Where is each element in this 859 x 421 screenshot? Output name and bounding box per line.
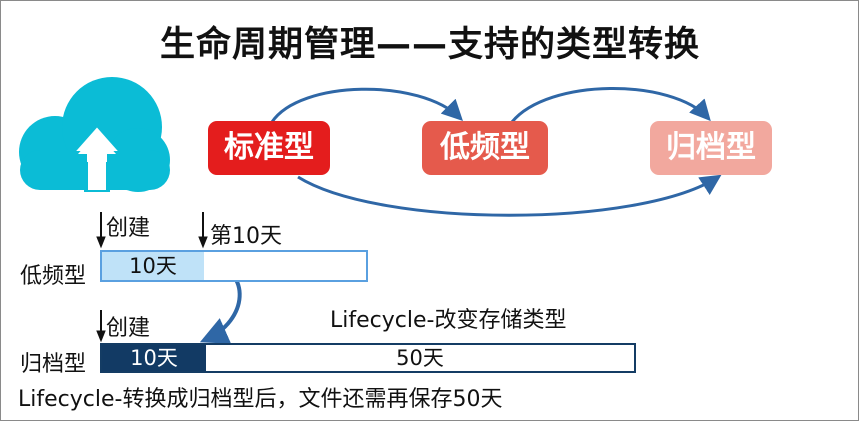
row-label-archive: 归档型: [20, 352, 87, 377]
create-label-archive: 创建: [106, 316, 151, 341]
footnote: Lifecycle-转换成归档型后，文件还需再保存50天: [18, 387, 503, 412]
day10-label: 第10天: [210, 224, 282, 249]
arrow-ia-to-archive: [510, 87, 711, 123]
lifecycle-change-label: Lifecycle-改变存储类型: [330, 308, 567, 333]
cloud-upload-icon: [19, 77, 170, 192]
timeline-bar-archive: 10天 50天: [100, 343, 636, 373]
type-standard: 标准型: [208, 121, 330, 175]
row-label-ia: 低频型: [20, 264, 87, 289]
arrow-standard-to-archive: [297, 174, 722, 217]
timeline-bar-ia: 10天: [100, 250, 368, 282]
segment-ia-10days: 10天: [102, 252, 204, 280]
page-title: 生命周期管理——支持的类型转换: [160, 25, 701, 65]
type-archive: 归档型: [650, 121, 772, 175]
type-infrequent: 低频型: [422, 121, 548, 175]
arrow-standard-to-ia: [270, 87, 463, 123]
segment-archive-10days: 10天: [102, 345, 206, 371]
create-label-ia: 创建: [106, 216, 151, 241]
segment-archive-50days: 50天: [396, 346, 444, 370]
